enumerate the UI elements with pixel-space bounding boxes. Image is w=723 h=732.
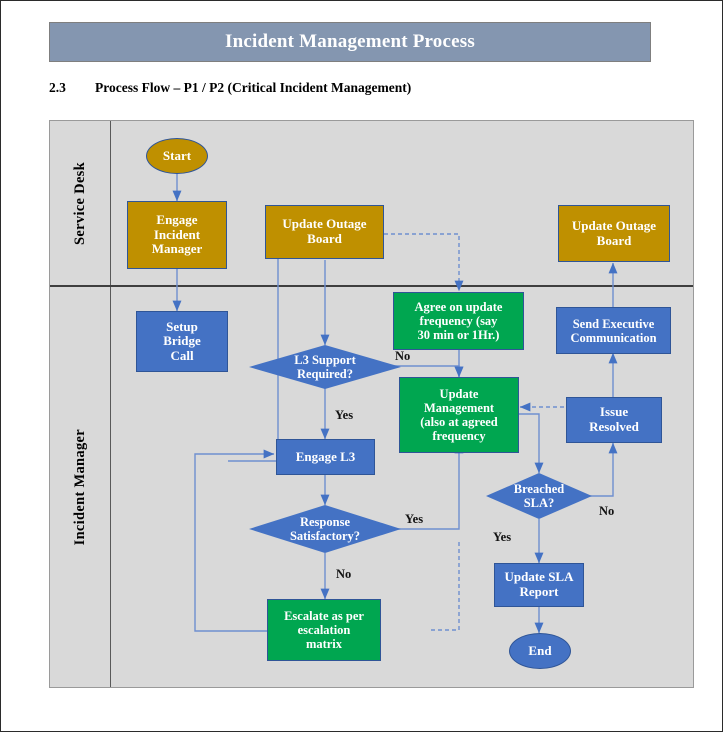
edge-update-outage-board-to-agree-update-frequency xyxy=(384,233,464,292)
swimlane-horizontal-divider xyxy=(50,285,693,287)
node-update-outage-board-2-line1: Update Outage xyxy=(571,217,657,233)
node-setup-bridge-call-line1: Setup xyxy=(166,318,198,334)
node-response-satisfactory[interactable]: Response Satisfactory? xyxy=(249,505,401,553)
node-update-outage-board-1-line1: Update Outage xyxy=(282,216,367,232)
section-title: Process Flow – P1 / P2 (Critical Inciden… xyxy=(95,80,412,95)
node-escalate-matrix-line3: matrix xyxy=(305,637,343,651)
edge-breached-sla-no-to-issue-resolved xyxy=(586,442,618,497)
node-update-management-line1: Update xyxy=(439,387,479,401)
node-update-management[interactable]: Update Management (also at agreed freque… xyxy=(399,377,519,453)
node-update-outage-board-1[interactable]: Update Outage Board xyxy=(265,205,384,259)
node-end-label: End xyxy=(528,642,552,658)
node-agree-update-frequency-line2: frequency (say xyxy=(419,314,498,328)
swimlane-vertical-divider xyxy=(110,121,111,687)
node-setup-bridge-call-line2: Bridge xyxy=(163,333,201,349)
node-end[interactable]: End xyxy=(509,633,571,669)
node-engage-incident-manager-line2: Incident xyxy=(153,226,201,242)
node-issue-resolved-line1: Issue xyxy=(599,404,629,420)
node-send-executive-communication-line2: Communication xyxy=(570,330,657,345)
edge-label-l3-no: No xyxy=(395,349,411,363)
node-send-executive-communication-line1: Send Executive xyxy=(572,316,655,331)
node-setup-bridge-call-line3: Call xyxy=(170,347,194,363)
node-send-executive-communication[interactable]: Send Executive Communication xyxy=(556,307,671,354)
edge-label-response-yes: Yes xyxy=(405,512,424,526)
node-update-management-line2: Management xyxy=(423,401,495,415)
node-l3-support-required-line1: L3 Support xyxy=(294,353,356,367)
node-start-label: Start xyxy=(162,147,192,163)
node-setup-bridge-call[interactable]: Setup Bridge Call xyxy=(136,311,228,372)
edge-label-response-no: No xyxy=(336,567,352,581)
node-agree-update-frequency-line1: Agree on update xyxy=(414,300,503,314)
section-number: 2.3 xyxy=(49,80,66,95)
node-update-sla-report-line2: Report xyxy=(519,584,559,599)
node-breached-sla-line1: Breached xyxy=(513,482,565,496)
section-heading: 2.3 Process Flow – P1 / P2 (Critical Inc… xyxy=(49,78,649,98)
node-escalate-matrix-line1: Escalate as per xyxy=(284,609,364,623)
node-response-satisfactory-line2: Satisfactory? xyxy=(289,529,361,543)
document-title-banner: Incident Management Process xyxy=(49,22,651,62)
node-l3-support-required-line2: Required? xyxy=(296,367,354,381)
node-agree-update-frequency[interactable]: Agree on update frequency (say 30 min or… xyxy=(393,292,524,350)
node-update-sla-report-line1: Update SLA xyxy=(504,569,574,585)
edge-escalate-matrix-to-engage-l3 xyxy=(194,449,275,632)
edge-label-l3-yes: Yes xyxy=(335,408,354,422)
node-response-satisfactory-line1: Response xyxy=(299,515,350,529)
edge-label-sla-no: No xyxy=(599,504,615,518)
node-l3-support-required[interactable]: L3 Support Required? xyxy=(249,345,401,389)
node-engage-incident-manager-line1: Engage xyxy=(156,212,198,228)
node-breached-sla[interactable]: Breached SLA? xyxy=(486,473,592,519)
node-engage-incident-manager-line3: Manager xyxy=(151,241,203,257)
node-update-outage-board-1-line2: Board xyxy=(307,231,342,246)
node-engage-incident-manager[interactable]: Engage Incident Manager xyxy=(127,201,227,269)
node-engage-l3[interactable]: Engage L3 xyxy=(276,439,375,475)
node-update-outage-board-2-line2: Board xyxy=(596,232,632,248)
node-escalate-matrix-line2: escalation xyxy=(297,623,351,637)
node-breached-sla-line2: SLA? xyxy=(523,496,555,510)
node-issue-resolved-line2: Resolved xyxy=(589,419,639,434)
node-update-outage-board-2[interactable]: Update Outage Board xyxy=(558,205,670,262)
edge-update-management-to-breached-sla xyxy=(516,413,544,474)
node-escalate-matrix[interactable]: Escalate as per escalation matrix xyxy=(267,599,381,661)
node-update-sla-report[interactable]: Update SLA Report xyxy=(494,563,584,607)
node-update-management-line4: frequency xyxy=(432,429,486,443)
node-engage-l3-label: Engage L3 xyxy=(295,448,356,464)
edge-response-yes-to-update-management xyxy=(384,442,464,530)
page-title: Incident Management Process xyxy=(225,31,475,52)
node-issue-resolved[interactable]: Issue Resolved xyxy=(566,397,662,443)
edge-escalate-matrix-to-update-management xyxy=(431,541,460,631)
node-agree-update-frequency-line3: 30 min or 1Hr.) xyxy=(417,328,500,342)
node-update-management-line3: (also at agreed xyxy=(420,415,498,429)
node-start[interactable]: Start xyxy=(146,138,208,174)
flowchart-canvas: Service Desk Incident Manager Ag xyxy=(49,120,694,688)
edge-label-sla-yes: Yes xyxy=(493,530,512,544)
